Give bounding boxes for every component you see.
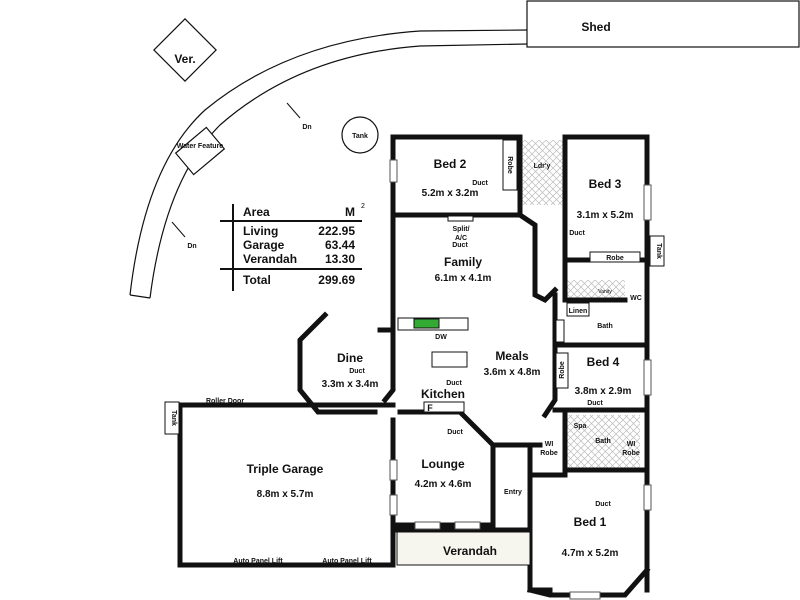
room-bed4: Bed 4: [587, 355, 620, 369]
svg-text:Verandah: Verandah: [443, 544, 497, 558]
svg-text:4.7m x 5.2m: 4.7m x 5.2m: [562, 548, 619, 559]
svg-text:A/C: A/C: [455, 235, 467, 242]
shed: Shed: [526, 0, 800, 48]
svg-text:Shed: Shed: [581, 20, 610, 34]
room-meals: Meals: [495, 349, 529, 363]
svg-text:Garage: Garage: [243, 238, 285, 252]
svg-text:5.2m x 3.2m: 5.2m x 3.2m: [422, 188, 479, 199]
svg-text:Duct: Duct: [569, 230, 585, 237]
svg-text:Spa: Spa: [574, 423, 587, 430]
svg-text:3.6m x 4.8m: 3.6m x 4.8m: [484, 367, 541, 378]
svg-text:Area: Area: [243, 205, 270, 219]
room-family: Family: [444, 255, 482, 269]
svg-text:Robe: Robe: [540, 450, 558, 457]
svg-text:8.8m x 5.7m: 8.8m x 5.7m: [257, 489, 314, 500]
svg-text:Robe: Robe: [622, 450, 640, 457]
svg-text:13.30: 13.30: [325, 252, 355, 266]
svg-text:Duct: Duct: [349, 368, 365, 375]
svg-text:Duct: Duct: [595, 501, 611, 508]
room-bed2: Bed 2: [434, 157, 467, 171]
room-lounge: Lounge: [421, 457, 465, 471]
svg-text:Tank: Tank: [655, 243, 662, 259]
room-entry: Entry: [504, 489, 522, 496]
svg-text:Ldr'y: Ldr'y: [534, 163, 551, 170]
svg-text:Duct: Duct: [452, 242, 468, 249]
svg-text:Ver.: Ver.: [174, 52, 195, 66]
svg-text:Duct: Duct: [446, 380, 462, 387]
svg-text:222.95: 222.95: [318, 224, 355, 238]
svg-text:3.1m x 5.2m: 3.1m x 5.2m: [577, 210, 634, 221]
garden-path: [129, 29, 528, 299]
svg-text:M: M: [345, 205, 355, 219]
room-bed1: Bed 1: [574, 515, 607, 529]
svg-text:WI: WI: [545, 441, 554, 448]
walls: [177, 134, 651, 598]
svg-text:6.1m x 4.1m: 6.1m x 4.1m: [435, 273, 492, 284]
svg-text:Auto Panel Lift: Auto Panel Lift: [233, 558, 283, 565]
svg-text:Auto Panel Lift: Auto Panel Lift: [322, 558, 372, 565]
svg-text:2: 2: [361, 203, 365, 210]
svg-text:Living: Living: [243, 224, 278, 238]
svg-text:Robe: Robe: [506, 156, 513, 174]
svg-text:299.69: 299.69: [318, 273, 355, 287]
svg-text:WI: WI: [627, 441, 636, 448]
svg-text:Robe: Robe: [559, 361, 566, 379]
svg-text:63.44: 63.44: [325, 238, 355, 252]
svg-text:Bath: Bath: [597, 323, 613, 330]
svg-text:Dn: Dn: [187, 243, 196, 250]
svg-text:Duct: Duct: [587, 400, 603, 407]
verandah: Verandah: [396, 531, 531, 566]
svg-text:3.3m x 3.4m: 3.3m x 3.4m: [322, 379, 379, 390]
room-kitchen: Kitchen: [421, 387, 465, 401]
room-bed3: Bed 3: [589, 177, 622, 191]
svg-text:F: F: [427, 403, 433, 413]
svg-text:Duct: Duct: [472, 180, 488, 187]
svg-text:4.2m x 4.6m: 4.2m x 4.6m: [415, 479, 472, 490]
svg-text:Bath: Bath: [595, 438, 611, 445]
down-arrow: Dn Dn: [171, 102, 312, 250]
svg-text:Tank: Tank: [170, 410, 177, 426]
svg-text:WC: WC: [630, 295, 642, 302]
room-dine: Dine: [337, 351, 363, 365]
svg-text:3.8m x 2.9m: 3.8m x 2.9m: [575, 386, 632, 397]
svg-text:Vanity: Vanity: [598, 289, 612, 295]
svg-text:Duct: Duct: [447, 429, 463, 436]
svg-text:Split/: Split/: [452, 226, 469, 233]
svg-text:Linen: Linen: [569, 308, 588, 315]
svg-text:Water Feature: Water Feature: [177, 143, 224, 150]
verandah-outbuilding: Ver.: [153, 18, 217, 82]
room-triple-garage: Triple Garage: [247, 462, 324, 476]
svg-text:DW: DW: [435, 334, 447, 341]
water-feature: Water Feature: [174, 126, 226, 176]
svg-text:Roller Door: Roller Door: [206, 398, 244, 405]
svg-text:Tank: Tank: [352, 133, 368, 140]
svg-text:Robe: Robe: [606, 255, 624, 262]
svg-text:Total: Total: [243, 273, 271, 287]
svg-text:Dn: Dn: [302, 124, 311, 131]
svg-text:Verandah: Verandah: [243, 252, 297, 266]
tank-round: Tank: [341, 116, 379, 154]
area-table: Area M 2 Living 222.95 Garage 63.44 Vera…: [220, 203, 365, 291]
